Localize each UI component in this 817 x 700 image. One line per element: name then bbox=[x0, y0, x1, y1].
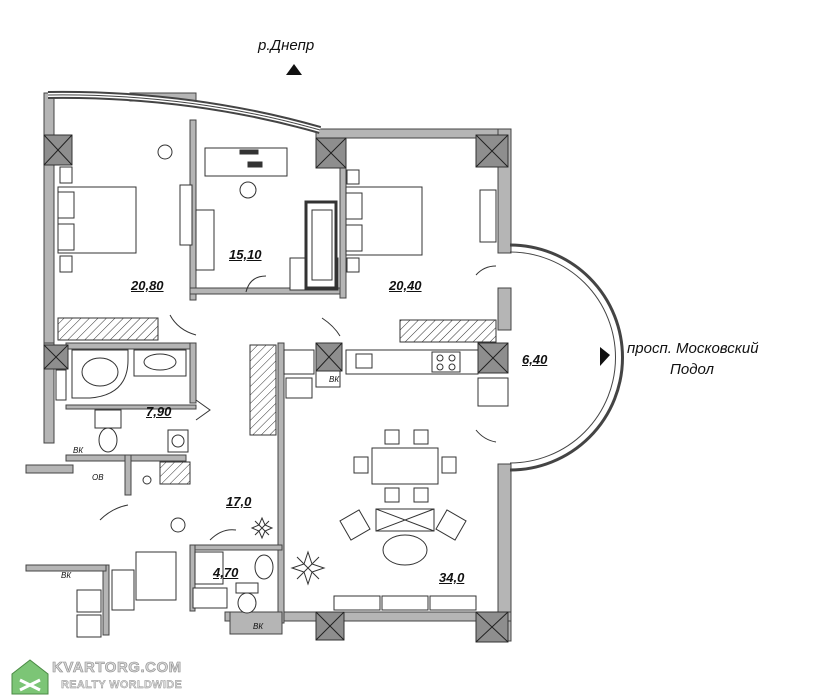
plant-icons bbox=[250, 516, 326, 586]
dining-set bbox=[353, 429, 457, 503]
street-label-line1: просп. Московский bbox=[627, 340, 759, 357]
watermark-line1: KVARTORG.COM bbox=[52, 659, 182, 677]
bay-window bbox=[509, 243, 624, 472]
wc-fixtures bbox=[76, 551, 274, 638]
kitchen bbox=[283, 349, 479, 399]
area-bay: 6,40 bbox=[522, 352, 548, 367]
lamps bbox=[142, 144, 186, 533]
bed-left bbox=[57, 166, 137, 273]
area-hall: 17,0 bbox=[226, 494, 252, 509]
label-ov: ОВ bbox=[92, 473, 104, 482]
label-vk-lower-left: ВК bbox=[61, 571, 72, 580]
area-living: 34,0 bbox=[439, 570, 465, 585]
watermark-line2: REALTY WORLDWIDE bbox=[61, 679, 183, 691]
doors bbox=[99, 265, 497, 541]
north-arrow-icon bbox=[286, 64, 302, 75]
top-window bbox=[47, 90, 322, 134]
label-vk-left: ВК bbox=[73, 446, 84, 455]
study-furniture bbox=[179, 147, 339, 291]
area-study: 15,10 bbox=[229, 247, 262, 262]
label-vk-kitchen: ВК bbox=[329, 375, 340, 384]
watermark-logo-icon bbox=[11, 659, 49, 695]
bed-right bbox=[345, 169, 423, 273]
label-vk-bottom: ВК bbox=[253, 622, 264, 631]
area-wc: 4,70 bbox=[213, 565, 239, 580]
area-bathroom: 7,90 bbox=[146, 404, 172, 419]
wardrobes bbox=[57, 317, 497, 485]
east-arrow-icon bbox=[600, 347, 610, 366]
street-label-line2: Подол bbox=[670, 361, 714, 378]
bay-fixtures bbox=[477, 189, 509, 407]
area-bedroom-left: 20,80 bbox=[131, 278, 164, 293]
lounge-set bbox=[333, 508, 477, 611]
area-bedroom-right: 20,40 bbox=[389, 278, 422, 293]
river-label: р.Днепр bbox=[258, 37, 315, 54]
bathroom-fixtures bbox=[55, 349, 189, 453]
